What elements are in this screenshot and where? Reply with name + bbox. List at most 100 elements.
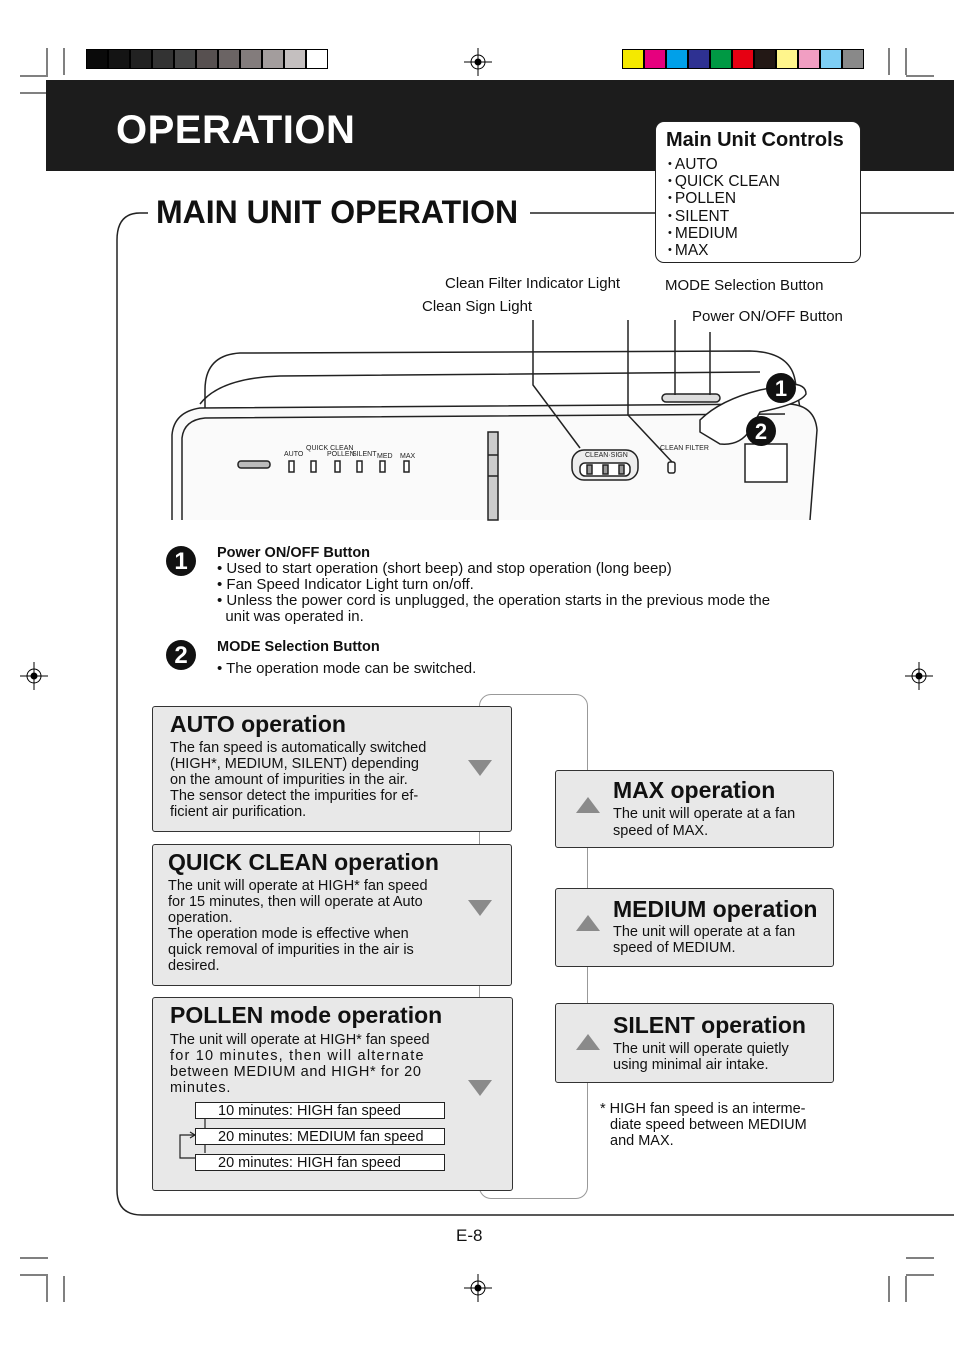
- registration-mark-left: [20, 662, 48, 690]
- mode-selection-button-label: MODE Selection Button: [665, 277, 824, 294]
- operation-title: MAX operation: [613, 777, 776, 803]
- up-arrow-icon: [576, 797, 600, 813]
- controls-list: AUTO QUICK CLEAN POLLEN SILENT MEDIUM MA…: [668, 156, 780, 259]
- clean-filter-indicator-label: Clean Filter Indicator Light: [445, 275, 621, 292]
- operation-text: speed of MAX.: [613, 823, 709, 839]
- control-item: QUICK CLEAN: [668, 173, 780, 190]
- operation-text: quick removal of impurities in the air i…: [168, 942, 414, 958]
- max-operation-box: MAX operation The unit will operate at a…: [555, 770, 834, 848]
- color-swatch: [130, 49, 152, 69]
- operation-text: using minimal air intake.: [613, 1057, 769, 1073]
- footnote-line: diate speed between MEDIUM: [610, 1117, 807, 1133]
- color-swatch: [86, 49, 108, 69]
- pollen-step-arrows: [179, 1119, 206, 1159]
- panel-label-med: MED: [377, 453, 393, 460]
- color-swatch: [622, 49, 644, 69]
- footnote-line: * HIGH fan speed is an interme-: [600, 1101, 806, 1117]
- up-arrow-icon: [576, 915, 600, 931]
- operation-text: The operation mode is effective when: [168, 926, 409, 942]
- quick-clean-operation-box: QUICK CLEAN operation The unit will oper…: [152, 844, 512, 986]
- power-button-line: • Used to start operation (short beep) a…: [217, 560, 672, 577]
- control-item: MEDIUM: [668, 225, 780, 242]
- operation-title: AUTO operation: [170, 711, 346, 737]
- control-item: SILENT: [668, 208, 780, 225]
- color-swatch: [262, 49, 284, 69]
- panel-label-auto: AUTO: [284, 451, 304, 458]
- operation-title: SILENT operation: [613, 1012, 806, 1038]
- operation-text: minutes.: [170, 1080, 232, 1096]
- power-button-line: • Fan Speed Indicator Light turn on/off.: [217, 576, 474, 593]
- panel-label-max: MAX: [400, 453, 416, 460]
- down-arrow-icon: [468, 900, 492, 916]
- panel-label-silent: SILENT: [352, 451, 377, 458]
- operation-text: The unit will operate quietly: [613, 1041, 789, 1057]
- power-button-heading: Power ON/OFF Button: [217, 545, 371, 561]
- operation-text: for 15 minutes, then will operate at Aut…: [168, 894, 423, 910]
- main-unit-controls-box: Main Unit Controls AUTO QUICK CLEAN POLL…: [655, 121, 861, 263]
- footnote-line: and MAX.: [610, 1133, 674, 1149]
- control-item: AUTO: [668, 156, 780, 173]
- control-item: POLLEN: [668, 190, 780, 207]
- registration-mark-bottom: [464, 1274, 492, 1302]
- page-title: OPERATION: [116, 108, 356, 152]
- color-swatch: [240, 49, 262, 69]
- panel-label-pollen: POLLEN: [327, 451, 355, 458]
- number-badge: 1: [166, 546, 196, 576]
- number-badge: 2: [166, 640, 196, 670]
- operation-text: operation.: [168, 910, 233, 926]
- operation-text: The fan speed is automatically switched: [170, 740, 427, 756]
- color-swatch: [688, 49, 710, 69]
- panel-label-quick-clean: QUICK CLEAN: [306, 445, 353, 452]
- callout-1: 1: [775, 376, 787, 401]
- operation-text: between MEDIUM and HIGH* for 20: [170, 1064, 422, 1080]
- operation-text: The unit will operate at a fan: [613, 924, 796, 940]
- color-swatch: [842, 49, 864, 69]
- registration-mark-right: [905, 662, 933, 690]
- operation-text: ficient air purification.: [170, 804, 307, 820]
- operation-text: The unit will operate at HIGH* fan speed: [168, 878, 428, 894]
- clean-sign-light-label: Clean Sign Light: [422, 298, 533, 315]
- operation-text: The unit will operate at HIGH* fan speed: [170, 1032, 430, 1048]
- callout-2: 2: [755, 419, 767, 444]
- controls-box-title: Main Unit Controls: [666, 129, 844, 151]
- registration-mark-top: [464, 48, 492, 76]
- operation-text: The unit will operate at a fan: [613, 806, 796, 822]
- color-swatch: [798, 49, 820, 69]
- color-swatch: [196, 49, 218, 69]
- power-button-line: unit was operated in.: [217, 608, 364, 625]
- operation-title: QUICK CLEAN operation: [168, 849, 439, 875]
- silent-operation-box: SILENT operation The unit will operate q…: [555, 1003, 834, 1083]
- color-swatch: [152, 49, 174, 69]
- color-swatch: [776, 49, 798, 69]
- pollen-step: 20 minutes: HIGH fan speed: [195, 1154, 445, 1171]
- mode-button-line: • The operation mode can be switched.: [217, 660, 477, 677]
- down-arrow-icon: [468, 1080, 492, 1096]
- high-speed-footnote: * HIGH fan speed is an interme- diate sp…: [600, 1101, 840, 1149]
- up-arrow-icon: [576, 1034, 600, 1050]
- operation-text: speed of MEDIUM.: [613, 940, 736, 956]
- operation-text: on the amount of impurities in the air.: [170, 772, 408, 788]
- clean-filter-panel-text: CLEAN FILTER: [660, 445, 709, 452]
- color-swatch: [710, 49, 732, 69]
- color-swatch: [754, 49, 776, 69]
- auto-operation-box: AUTO operation The fan speed is automati…: [152, 706, 512, 832]
- power-button-line: • Unless the power cord is unplugged, th…: [217, 592, 771, 609]
- color-swatch: [174, 49, 196, 69]
- operation-text: The sensor detect the impurities for ef-: [170, 788, 419, 804]
- section-title: MAIN UNIT OPERATION: [152, 194, 523, 231]
- pollen-step: 20 minutes: MEDIUM fan speed: [195, 1128, 445, 1145]
- color-swatch: [218, 49, 240, 69]
- clean-sign-panel-text: CLEAN·SIGN: [585, 452, 628, 459]
- operation-text: (HIGH*, MEDIUM, SILENT) depending: [170, 756, 419, 772]
- air-purifier-illustration: AUTO QUICK CLEAN POLLEN SILENT MED MAX C…: [171, 320, 818, 521]
- operation-text: for 10 minutes, then will alternate: [170, 1048, 425, 1064]
- control-item: MAX: [668, 242, 780, 259]
- operation-title: POLLEN mode operation: [170, 1002, 443, 1028]
- color-swatch: [284, 49, 306, 69]
- operation-title: MEDIUM operation: [613, 896, 818, 922]
- page-number: E-8: [456, 1226, 483, 1245]
- color-swatch: [820, 49, 842, 69]
- pollen-step: 10 minutes: HIGH fan speed: [195, 1102, 445, 1119]
